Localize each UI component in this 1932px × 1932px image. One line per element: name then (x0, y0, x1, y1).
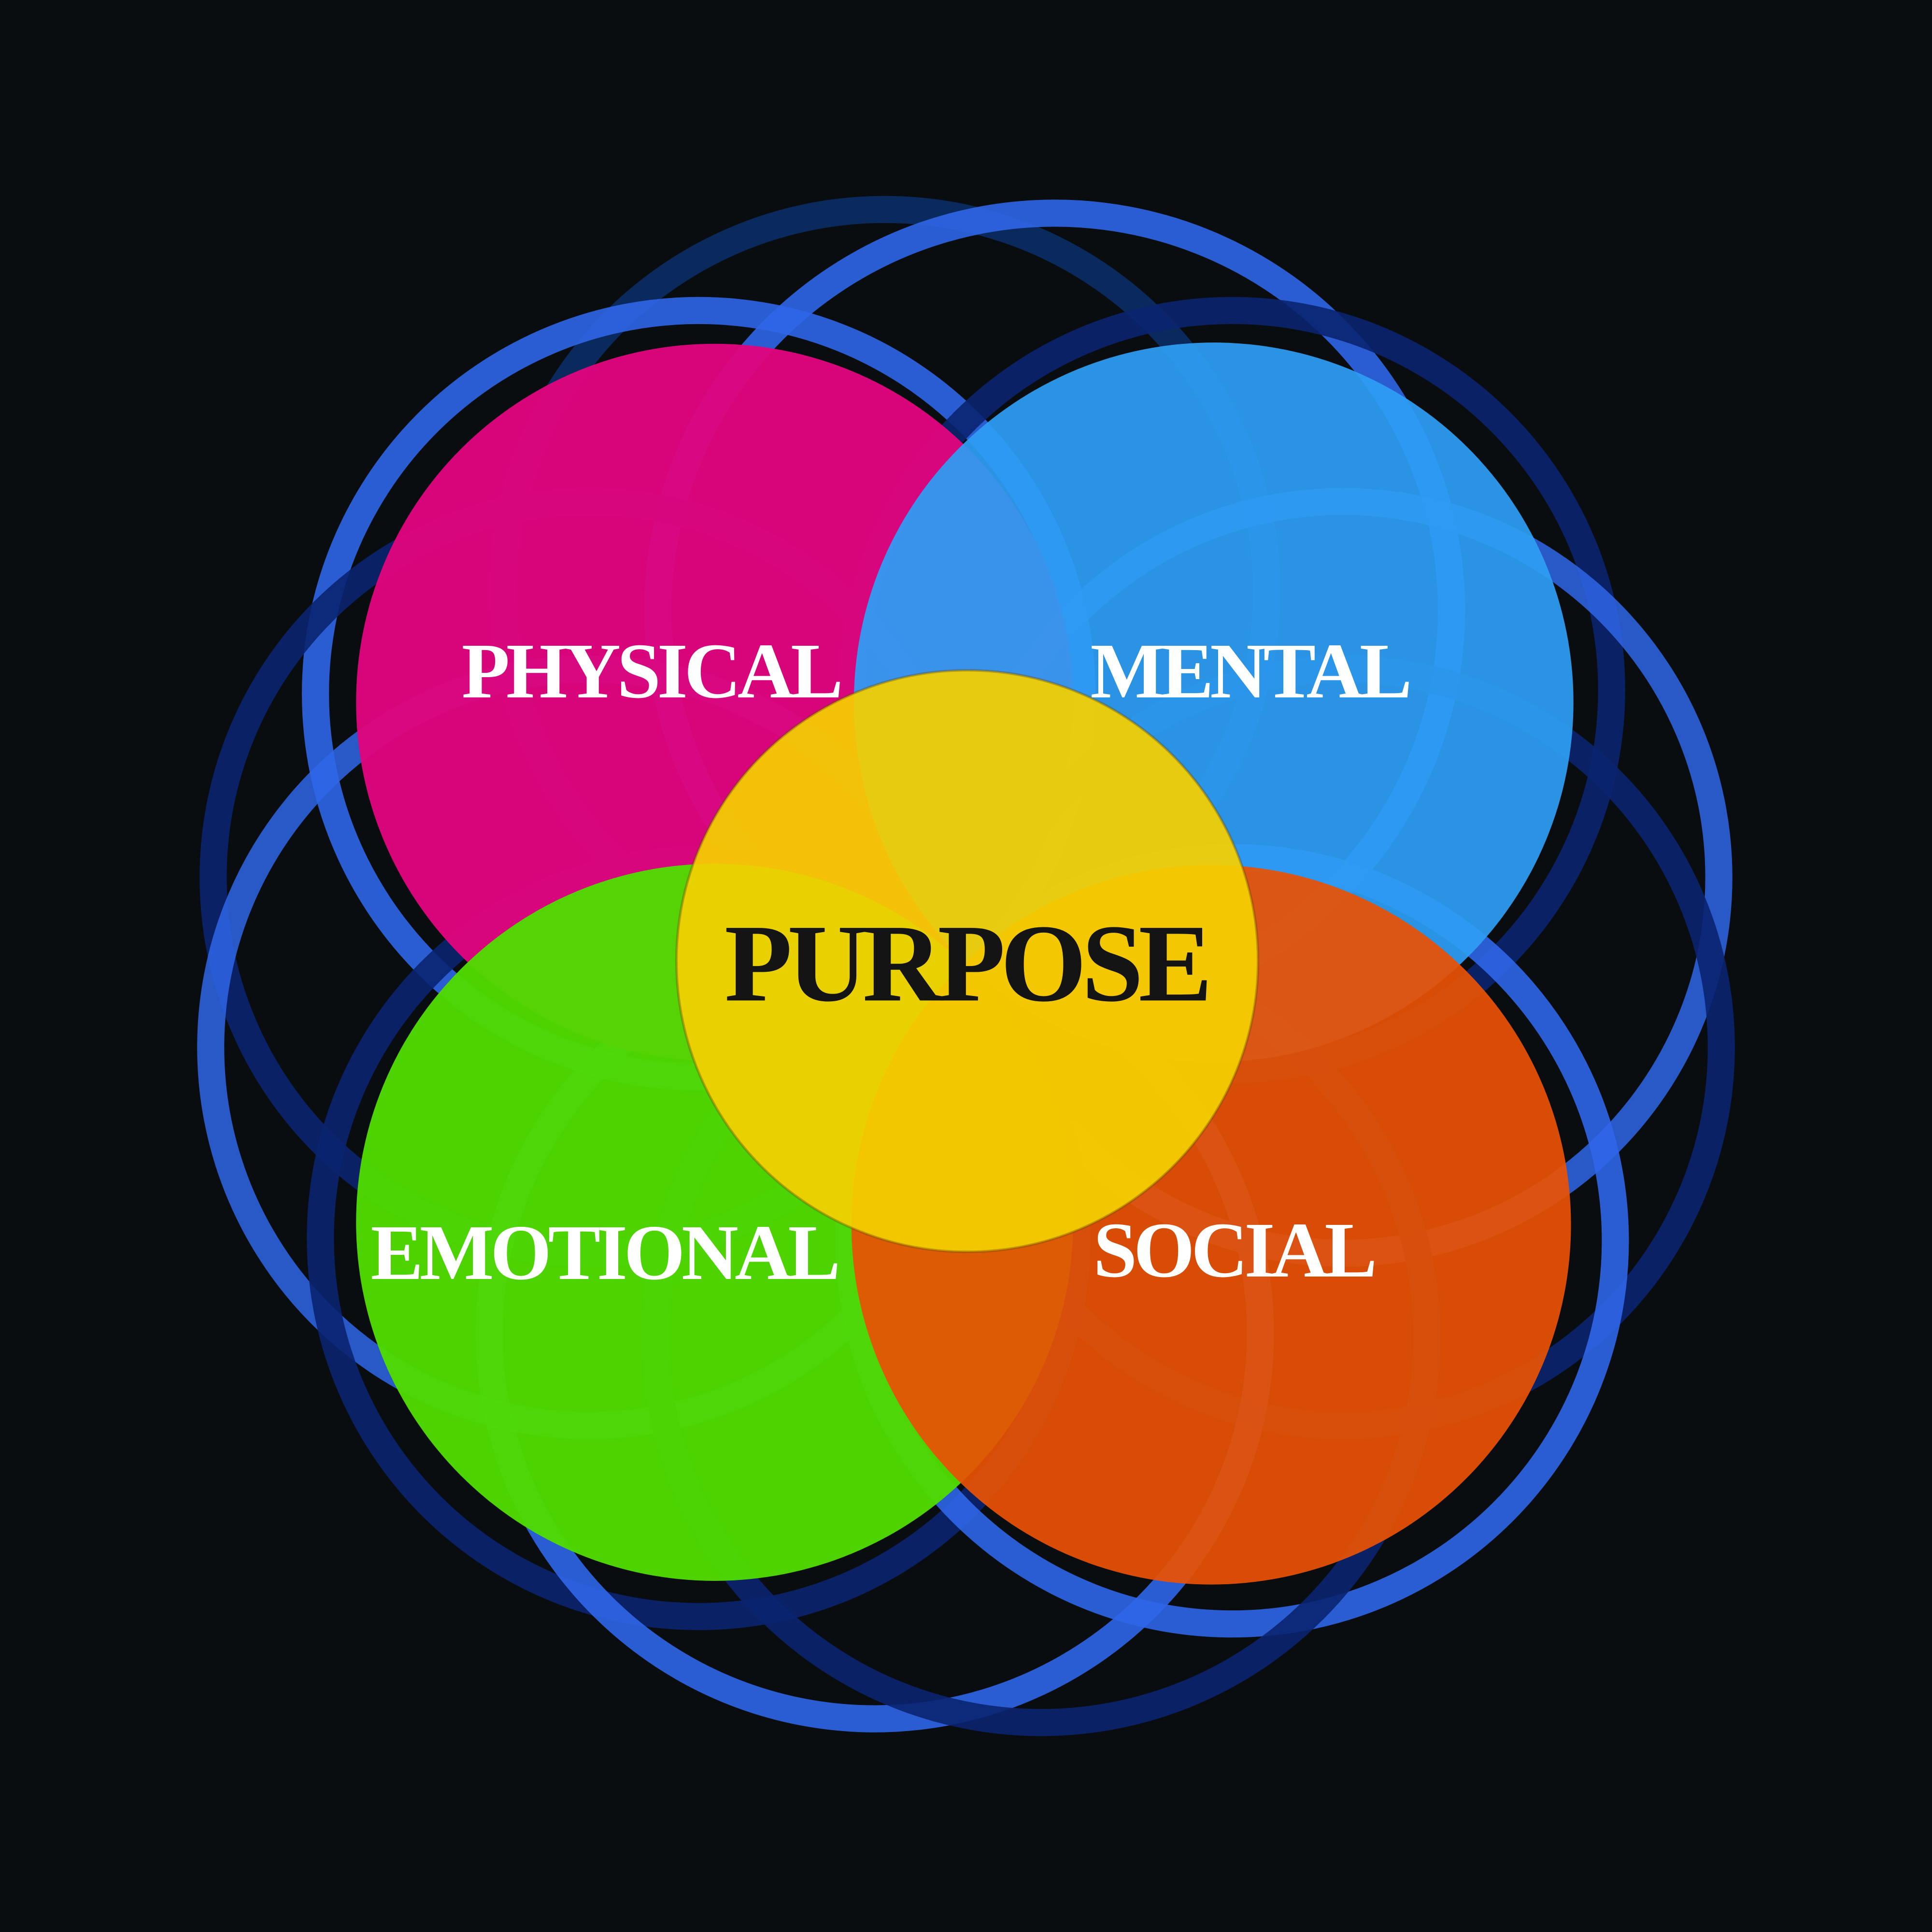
mental-label: MENTAL (1090, 628, 1409, 715)
emotional-label: EMOTIONAL (370, 1209, 838, 1296)
physical-label: PHYSICAL (462, 628, 840, 715)
purpose-label: PURPOSE (724, 901, 1208, 1024)
purpose-circle (675, 669, 1260, 1253)
social-label: SOCIAL (1094, 1207, 1375, 1294)
